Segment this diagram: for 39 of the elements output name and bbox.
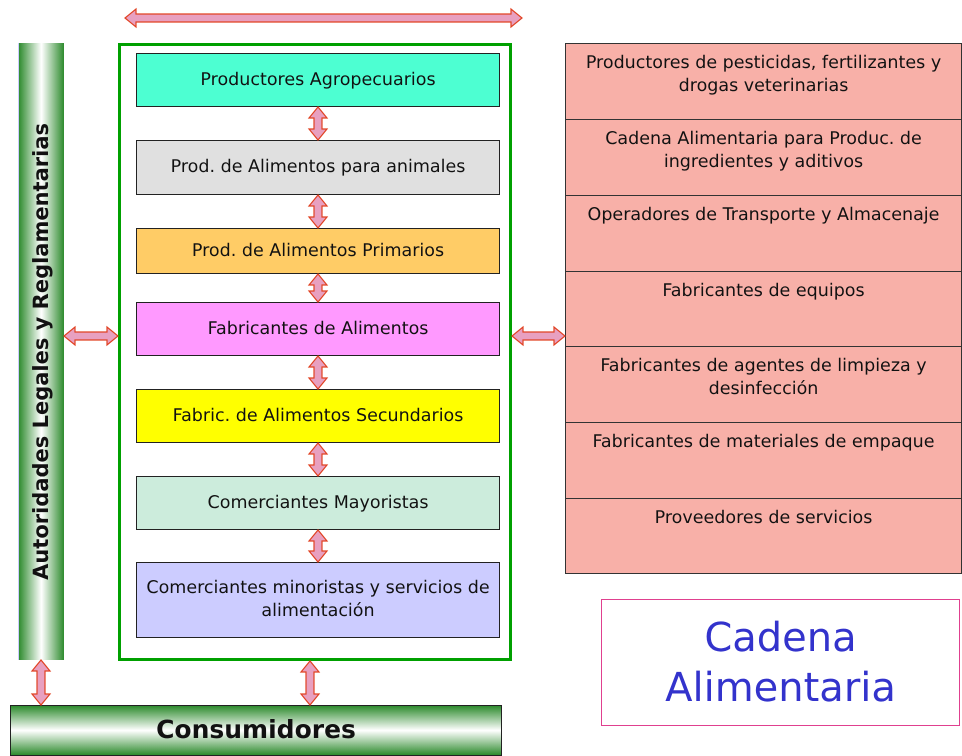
double-arrow — [308, 529, 328, 563]
consumer-bar — [10, 705, 502, 756]
double-arrow — [308, 106, 328, 141]
node-label: Productores de pesticidas, fertilizantes y drogas veterinarias — [584, 52, 942, 98]
node-label: Proveedores de servicios — [654, 507, 872, 530]
node-label: Prod. de Alimentos Primarios — [192, 240, 444, 262]
node-label: Autoridades Legales y Reglamentarias — [28, 123, 54, 580]
stage-box — [136, 53, 500, 107]
node-label: Consumidores — [156, 714, 356, 746]
stage-box — [136, 228, 500, 274]
node-label: Operadores de Transporte y Almacenaje — [588, 204, 940, 227]
double-arrow — [308, 442, 328, 477]
node-label: Cadena Alimentaria para Produc. de ingredientes y aditivos — [604, 128, 923, 174]
node-label: Comerciantes Mayoristas — [208, 492, 428, 514]
double-arrow — [63, 326, 119, 346]
title-box — [601, 599, 960, 726]
double-arrow — [308, 355, 328, 390]
stage-box — [136, 389, 500, 443]
double-arrow — [308, 273, 328, 303]
stage-box — [136, 562, 500, 638]
node-label: Cadena Alimentaria — [664, 614, 897, 712]
vertical-bar — [18, 43, 64, 660]
box-panel-box — [565, 43, 962, 574]
double-arrow — [511, 326, 566, 346]
double-arrow — [300, 660, 320, 706]
double-arrow — [308, 194, 328, 229]
stage-box — [136, 476, 500, 530]
double-arrow — [30, 659, 52, 706]
node-label: Comerciantes minoristas y servicios de alimentación — [145, 577, 491, 623]
node-label: Fabricantes de Alimentos — [208, 318, 428, 340]
box-container-box — [118, 43, 512, 661]
node-label: Fabricantes de materiales de empaque — [592, 431, 935, 454]
node-label: Prod. de Alimentos para animales — [170, 156, 466, 179]
node-label: Fabricantes de agentes de limpieza y desinfección — [599, 355, 928, 400]
node-label: Productores Agropecuarios — [200, 68, 436, 92]
node-label: Fabricantes de equipos — [662, 280, 865, 303]
stage-box — [136, 140, 500, 195]
stage-box — [136, 302, 500, 356]
node-label: Fabric. de Alimentos Secundarios — [172, 404, 464, 428]
